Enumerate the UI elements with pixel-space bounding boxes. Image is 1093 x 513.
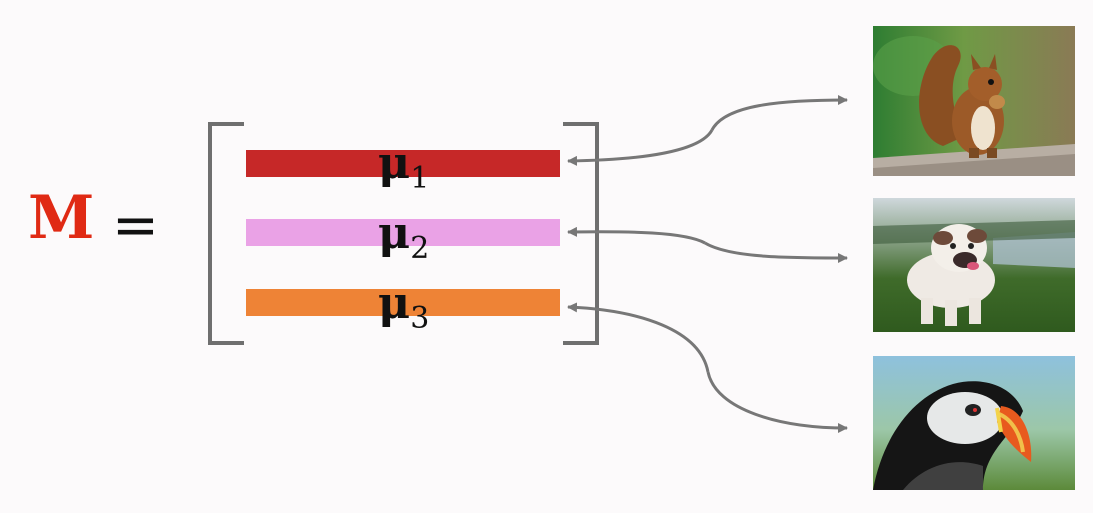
arrow-to-bulldog: [704, 241, 848, 263]
right-bracket: [563, 122, 599, 345]
left-bracket: [208, 122, 244, 345]
row-bar-1: [246, 150, 560, 177]
arrow-to-puffin: [706, 371, 848, 433]
arrow-to-row-2: [567, 226, 706, 245]
row-label-1: μ1: [378, 142, 429, 194]
row-label-3-base: μ: [378, 278, 411, 329]
row-label-3-subscript: 3: [410, 301, 430, 336]
squirrel-image: [873, 26, 1075, 176]
row-bar-2: [246, 219, 560, 246]
bulldog-image: [873, 198, 1075, 332]
puffin-image: [873, 356, 1075, 490]
row-label-2-base: μ: [378, 208, 411, 259]
row-label-1-base: μ: [378, 138, 411, 189]
arrow-to-squirrel: [710, 95, 848, 131]
row-label-2-subscript: 2: [410, 231, 430, 266]
matrix-symbol: M: [28, 183, 95, 253]
row-bar-3: [246, 289, 560, 316]
arrow-to-row-1: [567, 129, 714, 166]
row-label-3: μ3: [378, 282, 429, 334]
row-label-1-subscript: 1: [410, 161, 430, 196]
equals-sign: =: [112, 193, 159, 258]
row-label-2: μ2: [378, 212, 429, 264]
arrow-to-row-3: [567, 302, 710, 373]
